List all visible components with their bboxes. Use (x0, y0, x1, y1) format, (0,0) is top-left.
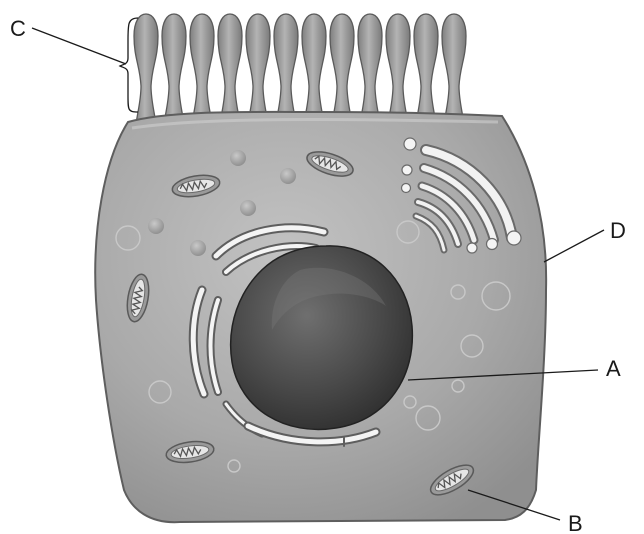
label-b: B (568, 511, 583, 534)
microvillus (330, 14, 354, 124)
label-a: A (606, 356, 621, 381)
microvillus (386, 14, 410, 124)
microvillus (134, 14, 158, 124)
microvillus (218, 14, 242, 124)
microvillus (162, 14, 186, 124)
label-c: C (10, 16, 26, 41)
microvillus (274, 14, 298, 124)
microvillus (442, 14, 466, 124)
microvilli (134, 14, 466, 124)
microvillus (246, 14, 270, 124)
label-d: D (610, 218, 626, 243)
microvillus (302, 14, 326, 124)
label-d-callout: D (544, 218, 626, 262)
microvillus (358, 14, 382, 124)
microvillus (190, 14, 214, 124)
microvillus (414, 14, 438, 124)
label-c-callout: C (10, 16, 138, 112)
